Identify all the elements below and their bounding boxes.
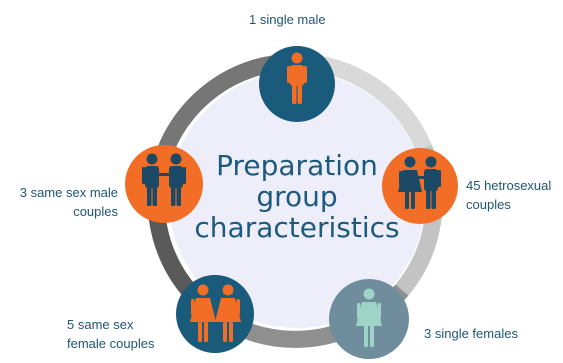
hetero-couple-icon [398,156,441,209]
node-single-male [259,46,335,122]
node-circle [176,275,254,353]
node-single-females [329,279,409,359]
label-single-male: 1 single male [249,12,326,27]
node-male-couples [125,145,203,223]
single-male-icon [287,52,307,104]
center-disc [169,72,425,328]
center-title: Preparation group characteristics [194,149,400,244]
label-hetero-couples: 45 hetrosexual couples [466,178,552,212]
label-male-couples: 3 same sex male couples [19,185,118,219]
label-single-females: 3 single females [424,326,518,341]
node-female-couples [176,275,254,353]
label-female-couples: 5 same sex female couples [67,317,155,351]
single-female-icon [356,288,382,347]
female-couple-icon [190,284,241,342]
node-circle [125,145,203,223]
male-couple-icon [142,153,186,206]
node-hetero-couples [382,148,458,224]
